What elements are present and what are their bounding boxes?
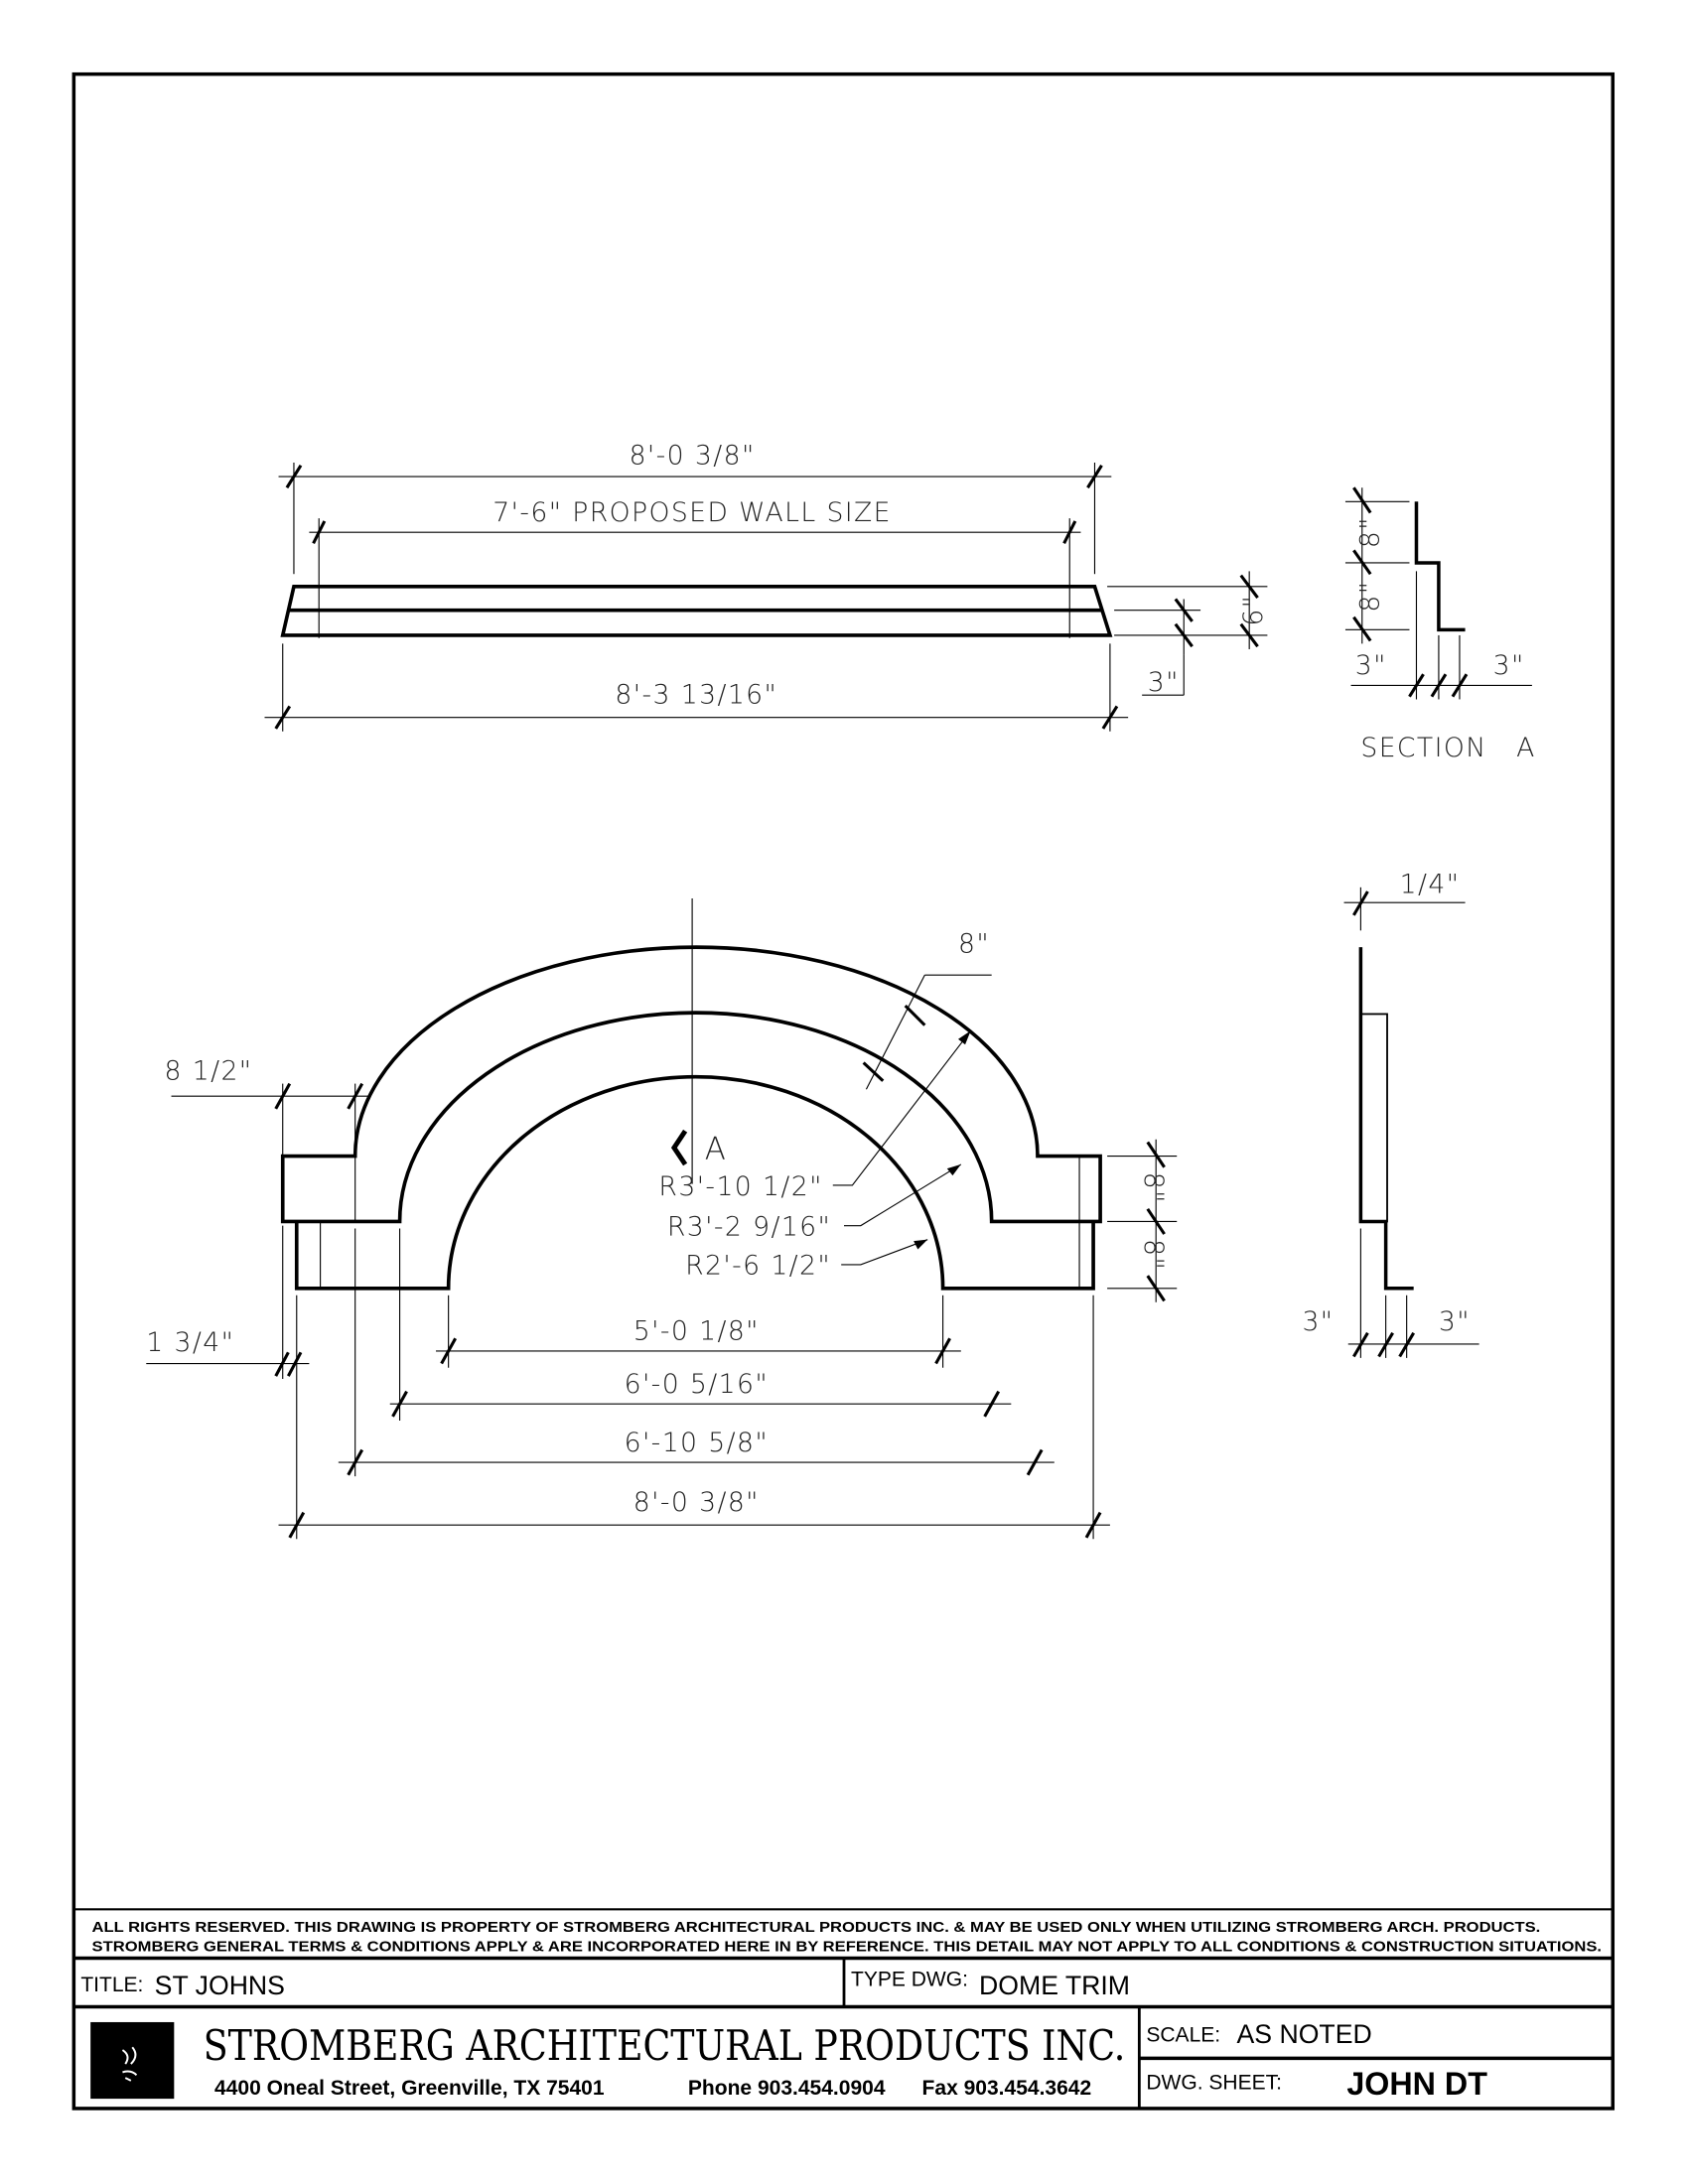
dwg-sheet-value: JOHN DT [1346,2066,1487,2102]
section-marker-label: A [705,1131,728,1166]
side-plate [1359,1013,1388,1223]
company-address: 4400 Oneal Street, Greenville, TX 75401 [214,2077,605,2100]
dim-width-inner: 5'-0 1/8" [633,1316,760,1347]
dim-band-width: 8" [958,929,990,960]
dim-width-outer-arch: 6'-10 5/8" [625,1428,769,1458]
section-dim-middle: 8" [1355,581,1386,613]
title-label: TITLE: [80,1974,143,1996]
type-dwg-value: DOME TRIM [979,1971,1130,2000]
dim-left-step: 8 1/2" [165,1055,253,1086]
logo-flame-icon [121,2046,138,2082]
dim-radius-middle: R3'-2 9/16" [667,1211,831,1242]
dim-overall-bottom: 8'-3 13/16" [615,680,777,711]
section-profile [1414,501,1466,632]
dim-radius-inner: R2'-6 1/2" [685,1251,831,1282]
side-dim-right: 3" [1439,1306,1471,1337]
section-cut-arrow-icon [670,1129,688,1166]
company-phone: Phone 903.454.0904 [688,2077,886,2100]
type-dwg-label: TYPE DWG: [851,1968,968,1990]
dim-width-middle: 6'-0 5/16" [625,1369,769,1400]
dim-left-offset: 1 3/4" [146,1327,234,1358]
notice-line-2: STROMBERG GENERAL TERMS & CONDITIONS APP… [92,1939,1602,1955]
notice-line-1: ALL RIGHTS RESERVED. THIS DRAWING IS PRO… [92,1920,1541,1936]
dim-radius-outer: R3'-10 1/2" [658,1171,822,1202]
trim-plan-outline [280,585,1113,637]
side-view: 1/4" 3" 3" [1302,869,1479,1358]
arch-lower-band [294,1074,1095,1291]
company-name: STROMBERG ARCHITECTURAL PRODUCTS INC. [204,2021,1126,2070]
section-dim-upper: 8" [1355,516,1386,548]
dim-height-total: 6" [1238,595,1269,626]
dim-height-lower: 3" [1148,667,1180,698]
title-value: ST JOHNS [155,1971,285,2000]
dim-overall-top: 8'-0 3/8" [630,440,756,471]
arch-upper-band [280,945,1102,1224]
sheet-border [71,71,1616,2111]
dim-right-upper: 8" [1138,1172,1169,1204]
arch-elevation: 8" 8 1/2" 1 3/4" A R3'-10 1/2" R3'-2 9/1… [146,898,1178,1540]
dim-right-lower: 8" [1138,1239,1169,1271]
section-dim-lower: 3" [1355,650,1387,681]
scale-value: AS NOTED [1237,2019,1372,2049]
dwg-sheet-label: DWG. SHEET: [1146,2071,1282,2094]
section-a-label: SECTION A [1360,733,1535,763]
plan-view: 8'-0 3/8" 7'-6" PROPOSED WALL SIZE 8'-3 … [264,440,1269,732]
company-logo [90,2021,175,2100]
title-block: ALL RIGHTS RESERVED. THIS DRAWING IS PRO… [73,1908,1614,2109]
side-dim-top: 1/4" [1400,869,1461,899]
section-a: 8" 8" 3" 3" SECTION A [1344,486,1535,763]
dim-width-overall: 8'-0 3/8" [633,1487,760,1518]
side-dim-left: 3" [1302,1306,1334,1337]
section-dim-right: 3" [1493,650,1525,681]
company-fax: Fax 903.454.3642 [922,2077,1092,2100]
scale-label: SCALE: [1146,2024,1220,2047]
dim-proposed-wall: 7'-6" PROPOSED WALL SIZE [492,497,892,528]
